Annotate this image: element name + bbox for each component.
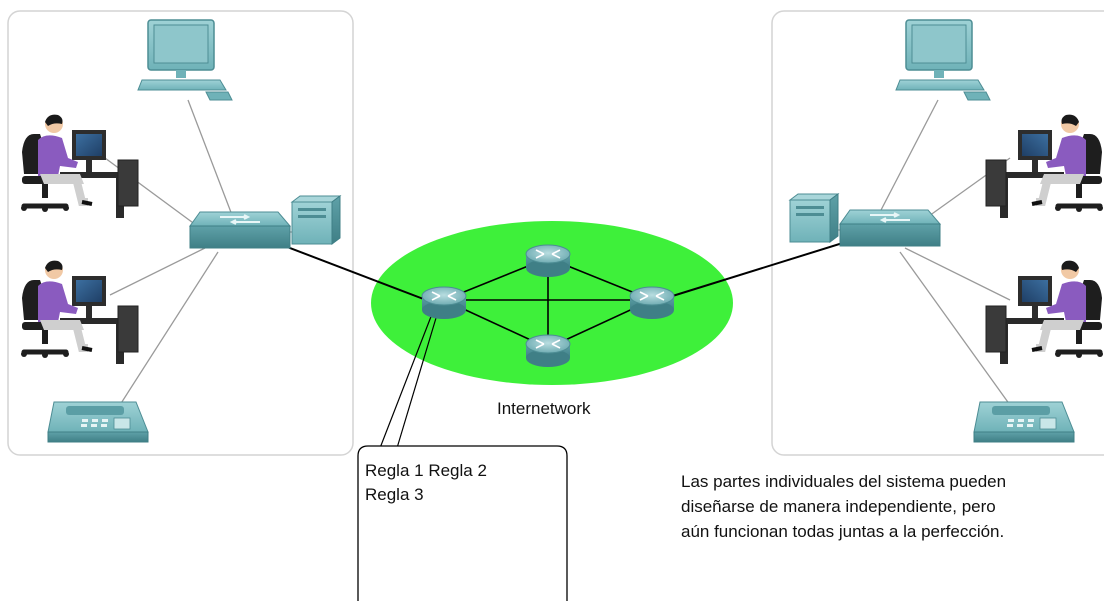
caption-line-2: diseñarse de manera independiente, pero xyxy=(681,497,996,516)
callout-pointer xyxy=(379,313,437,449)
left-network-panel xyxy=(7,10,354,456)
ip-phone-icon xyxy=(973,401,1075,443)
router-icon xyxy=(629,286,675,320)
rules-line-1: Regla 1 Regla 2 xyxy=(365,461,487,480)
switch-icon xyxy=(189,211,291,249)
internetwork-label: Internetwork xyxy=(497,399,591,418)
server-icon xyxy=(291,195,341,245)
router-icon xyxy=(525,244,571,278)
rules-callout-text: Regla 1 Regla 2 Regla 3 xyxy=(365,459,565,507)
rules-line-2: Regla 3 xyxy=(365,485,424,504)
ip-phone-icon xyxy=(47,401,149,443)
router-icon xyxy=(525,334,571,368)
internetwork-cloud xyxy=(371,221,733,385)
rules-callout-box xyxy=(357,445,568,601)
caption-line-1: Las partes individuales del sistema pued… xyxy=(681,472,1007,491)
switch-icon xyxy=(839,209,941,247)
server-icon xyxy=(789,193,839,243)
caption-line-3: aún funcionan todas juntas a la perfecci… xyxy=(681,522,1005,541)
router-icon xyxy=(421,286,467,320)
diagram-caption: Las partes individuales del sistema pued… xyxy=(681,469,1101,544)
